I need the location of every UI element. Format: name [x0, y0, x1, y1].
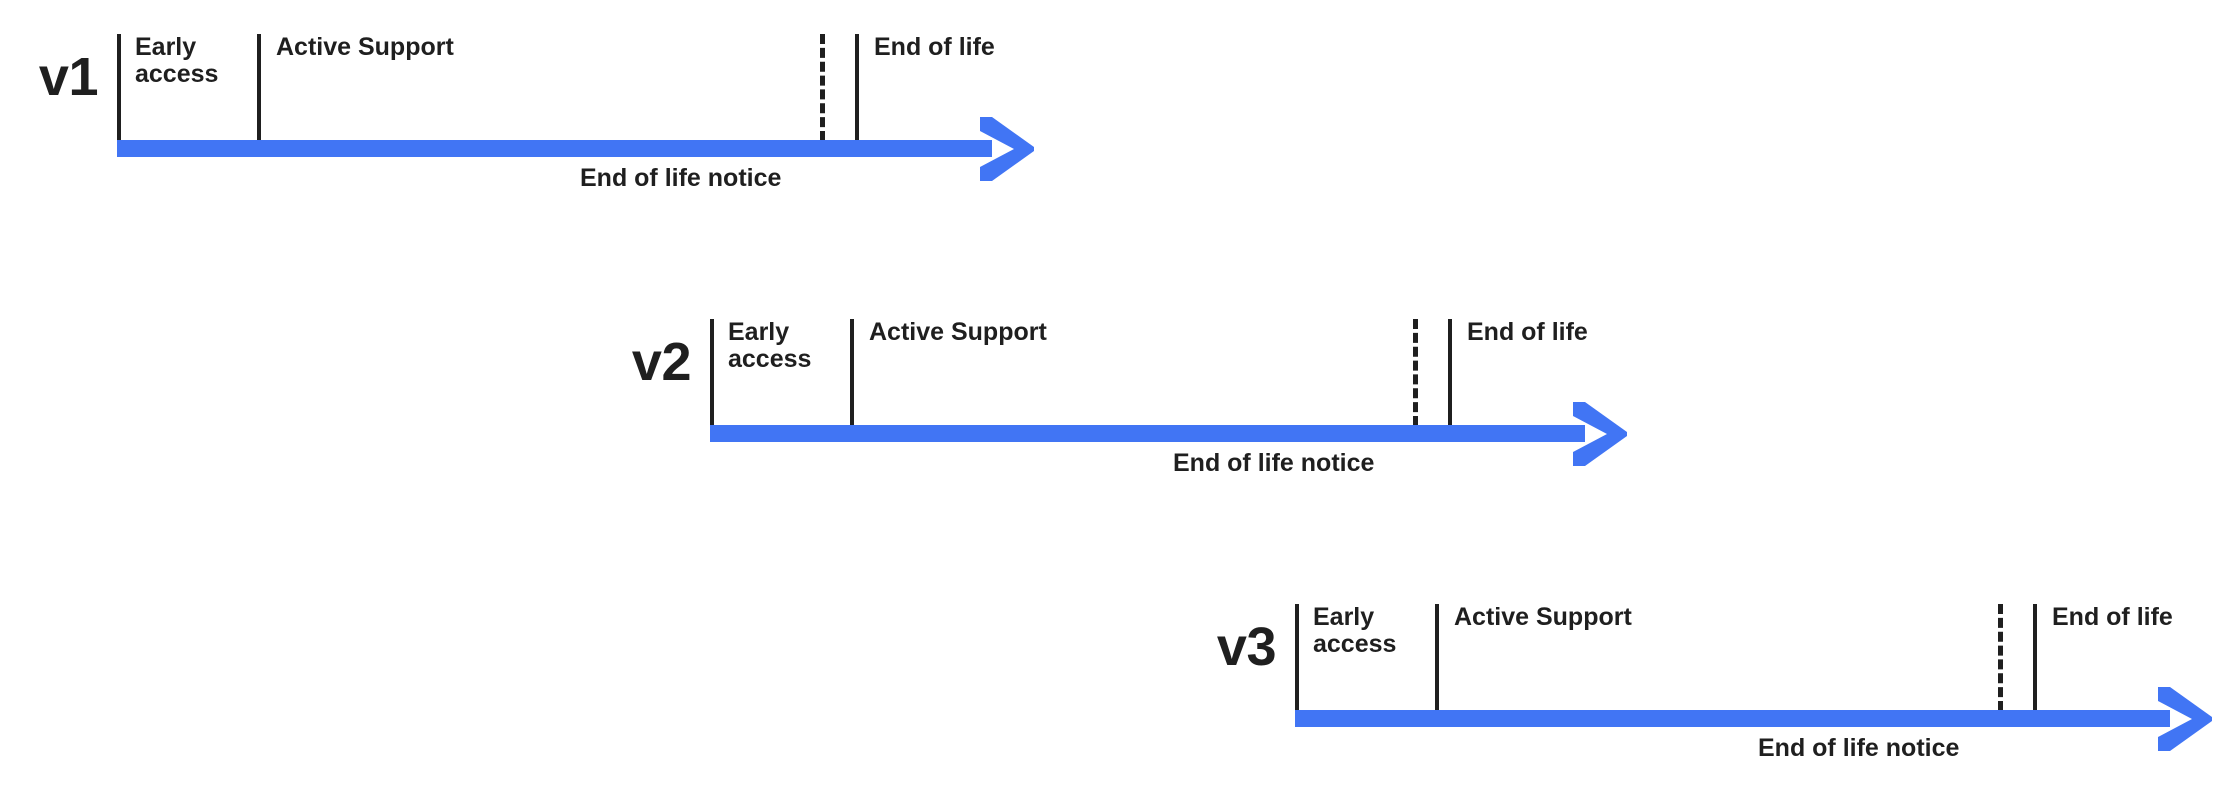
phase-divider-end-of-life-start-v2 — [1448, 319, 1452, 426]
end-of-life-notice-marker-v1 — [820, 34, 825, 141]
phase-label-active-support-v1: Active Support — [276, 33, 454, 61]
phase-divider-active-support-start-v1 — [257, 34, 261, 141]
phase-label-early-access-v1: Early access — [135, 33, 219, 88]
phase-divider-early-access-start-v1 — [117, 34, 121, 141]
version-track-v3: v3 Early access Active Support End of li… — [1190, 590, 2228, 790]
end-of-life-notice-label-v2: End of life notice — [1173, 449, 1375, 477]
end-of-life-notice-marker-v3 — [1998, 604, 2003, 711]
timeline-arrow-head-icon-v3 — [2152, 685, 2218, 753]
phase-label-end-of-life-v1: End of life — [874, 33, 995, 61]
timeline-bar-v2 — [710, 425, 1585, 442]
phase-label-active-support-v3: Active Support — [1454, 603, 1632, 631]
phase-divider-active-support-start-v2 — [850, 319, 854, 426]
end-of-life-notice-marker-v2 — [1413, 319, 1418, 426]
end-of-life-notice-label-v1: End of life notice — [580, 164, 782, 192]
timeline-bar-v3 — [1295, 710, 2170, 727]
phase-label-early-access-v3: Early access — [1313, 603, 1397, 658]
phase-divider-end-of-life-start-v3 — [2033, 604, 2037, 711]
timeline-bar-v1 — [117, 140, 992, 157]
phase-label-end-of-life-v2: End of life — [1467, 318, 1588, 346]
version-label-v3: v3 — [1216, 617, 1277, 677]
phase-label-end-of-life-v3: End of life — [2052, 603, 2173, 631]
version-track-v1: v1 Early access Active Support End of li… — [12, 20, 1062, 220]
version-label-v1: v1 — [38, 47, 99, 107]
version-track-v2: v2 Early access Active Support End of li… — [605, 305, 1655, 505]
phase-label-active-support-v2: Active Support — [869, 318, 1047, 346]
phase-divider-end-of-life-start-v1 — [855, 34, 859, 141]
timeline-arrow-head-icon-v2 — [1567, 400, 1633, 468]
phase-label-early-access-v2: Early access — [728, 318, 812, 373]
phase-divider-early-access-start-v2 — [710, 319, 714, 426]
timeline-arrow-head-icon-v1 — [974, 115, 1040, 183]
end-of-life-notice-label-v3: End of life notice — [1758, 734, 1960, 762]
phase-divider-early-access-start-v3 — [1295, 604, 1299, 711]
version-label-v2: v2 — [631, 332, 692, 392]
phase-divider-active-support-start-v3 — [1435, 604, 1439, 711]
